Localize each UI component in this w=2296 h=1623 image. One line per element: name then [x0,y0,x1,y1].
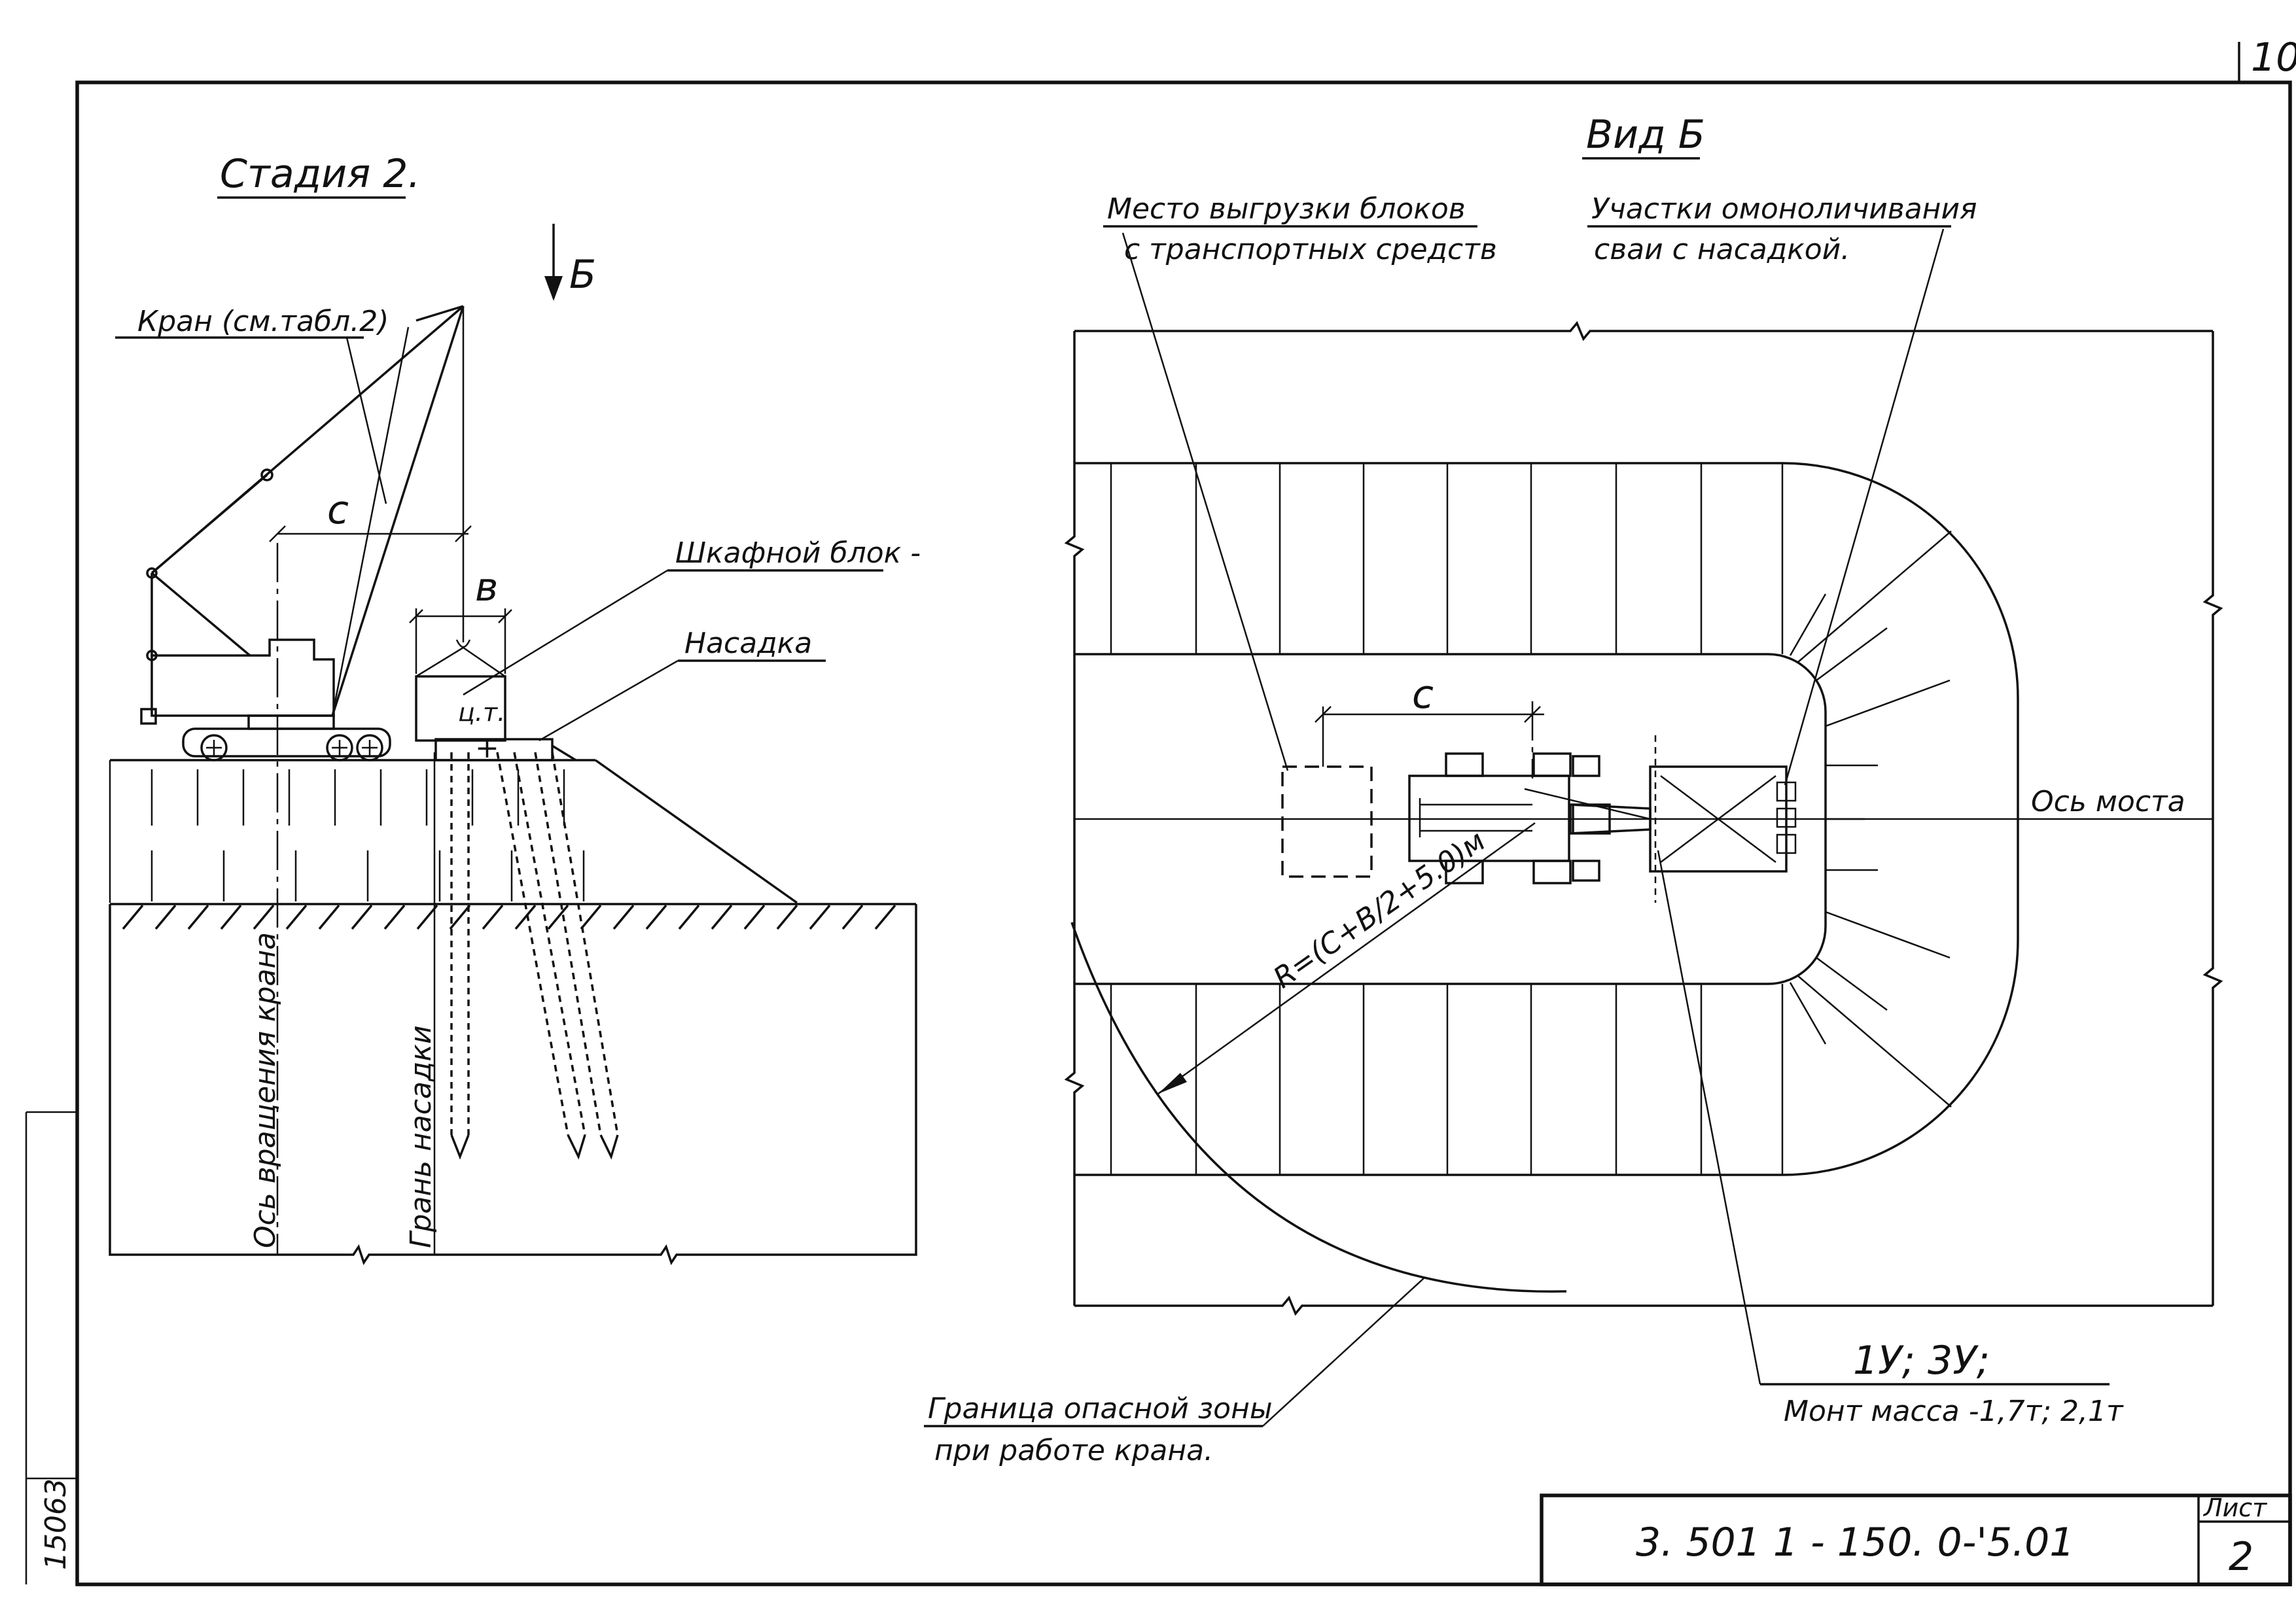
svg-text:+: + [475,731,499,765]
marks: 1У; 3У; [1853,1338,1990,1384]
unload-line1: Место выгрузки блоков [1107,192,1466,226]
dim-b: в [475,565,498,610]
cg-mark: ц.т. [458,698,505,727]
unload-line2: с транспортных средств [1124,233,1497,266]
stage2-title: Стадия 2. [220,151,421,197]
crane-plan [1408,735,1797,903]
mono-line2: сваи с насадкой. [1594,233,1850,266]
view-b-title: Вид Б [1586,112,1705,158]
side-stamp: 15063 [39,1478,73,1570]
danger-line1: Граница опасной зоны [928,1392,1273,1425]
cap-label: Насадка [684,627,812,660]
pile-cap [434,738,554,761]
unloading-place [1281,765,1373,878]
crane-label: Кран (см.табл.2) [137,305,389,338]
piles [450,752,619,1136]
mass: Монт масса -1,7т; 2,1т [1784,1395,2124,1428]
axis-cap-face-label: Грань насадки [404,1025,438,1248]
view-b: Вид Б Место выгрузки блоков с транспортн… [924,112,2223,1467]
sheet-number: 2 [2229,1534,2253,1580]
mono-line1: Участки омоноличивания [1591,192,1977,226]
block-label: Шкафной блок - [675,536,921,570]
section-mark: Б [569,252,596,298]
stage2-view: Стадия 2. Б [109,151,921,1265]
plan-dim-c: c [1412,672,1434,718]
crane [140,305,471,761]
danger-line2: при работе крана. [934,1434,1213,1467]
axis-rotation-label: Ось вращения крана [249,932,282,1248]
sheet-label: Лист [2202,1493,2268,1522]
page-number: 10 [2251,35,2296,80]
drawing-code: 3. 501 1 - 150. 0-'5.01 [1636,1520,2074,1565]
danger-zone-boundary [1070,922,1567,1293]
radius-formula: R=(C+B/2+5.0)м [1267,824,1492,995]
bridge-axis-label: Ось моста [2031,785,2185,818]
cabinet-block [415,675,506,742]
dim-c: c [327,487,349,533]
sheet-frame: 10 15063 Лист 2 3. 501 1 - 150. 0-'5.01 [25,35,2296,1586]
